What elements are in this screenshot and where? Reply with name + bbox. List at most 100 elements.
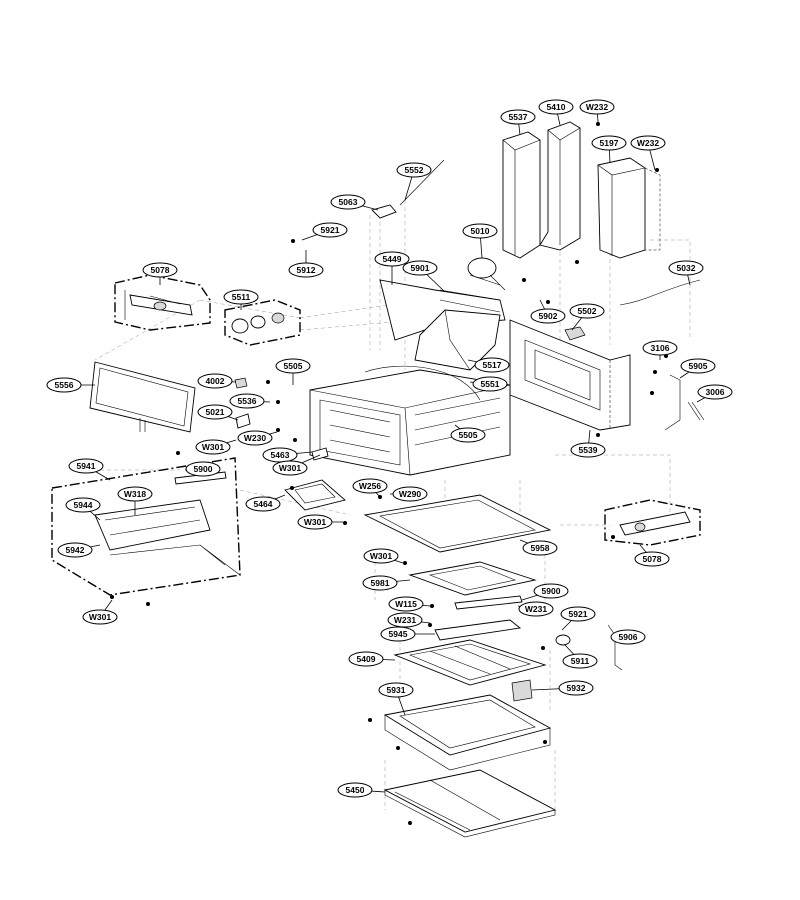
callout-bubble xyxy=(570,442,606,458)
callout-label: 3106 xyxy=(651,343,670,353)
callout-label: 5958 xyxy=(531,543,550,553)
callout-w290: W290 xyxy=(390,486,428,502)
group-5078-right xyxy=(604,499,701,546)
callout-label: W301 xyxy=(89,612,111,622)
callout-5410: 5410 xyxy=(538,99,574,126)
callout-label: 5517 xyxy=(483,360,502,370)
callout-label: 5505 xyxy=(284,361,303,371)
callout-bubble xyxy=(352,478,388,494)
callout-label: 5505 xyxy=(459,430,478,440)
callout-bubble xyxy=(46,377,82,393)
callout-bubble xyxy=(562,653,598,669)
callout-label: W301 xyxy=(304,517,326,527)
callout-w232: W232 xyxy=(579,99,615,123)
part-5063-bracket xyxy=(371,204,397,219)
callout-label: 5902 xyxy=(539,311,558,321)
part-5010-motor xyxy=(467,257,506,291)
callout-bubble xyxy=(229,393,265,409)
callout-bubble xyxy=(591,135,627,151)
callout-label: 5463 xyxy=(271,450,290,460)
part-5911-socket xyxy=(555,634,571,646)
callout-label: 5912 xyxy=(297,265,316,275)
callout-label: 5921 xyxy=(321,225,340,235)
callout-bubble xyxy=(697,384,733,400)
callout-w318: W318 xyxy=(117,486,153,515)
callout-label: W231 xyxy=(394,615,416,625)
callout-w115: W115 xyxy=(388,596,431,612)
part-5900-heater xyxy=(454,595,523,610)
callout-bubble xyxy=(462,223,498,239)
callout-label: 5197 xyxy=(600,138,619,148)
callout-bubble xyxy=(402,260,438,276)
callout-5032: 5032 xyxy=(668,260,704,286)
callout-label: 5010 xyxy=(471,226,490,236)
part-5958-tray xyxy=(363,494,552,553)
callout-bubble xyxy=(569,303,605,319)
callout-bubble xyxy=(392,486,428,502)
callout-label: W290 xyxy=(399,489,421,499)
callout-w232: W232 xyxy=(630,135,666,171)
callout-5449: 5449 xyxy=(374,251,410,285)
part-5981-bracket xyxy=(408,561,537,596)
callout-5010: 5010 xyxy=(462,223,498,259)
callout-label: 5556 xyxy=(55,380,74,390)
callout-5409: 5409 xyxy=(348,651,396,667)
callout-5021: 5021 xyxy=(197,404,239,421)
callout-w256: W256 xyxy=(352,478,388,498)
callout-bubble xyxy=(185,461,221,477)
callout-w301: W301 xyxy=(82,599,118,625)
group-5511-lamp xyxy=(224,299,301,346)
callout-bubble xyxy=(388,596,424,612)
callout-label: 5078 xyxy=(151,265,170,275)
callout-w230: W230 xyxy=(237,430,278,446)
callout-5931: 5931 xyxy=(378,682,414,716)
callout-bubble xyxy=(272,460,308,476)
callout-5932: 5932 xyxy=(531,680,594,696)
part-5552-rod xyxy=(399,159,445,206)
callout-bubble xyxy=(275,358,311,374)
callout-5078: 5078 xyxy=(142,262,178,285)
callout-bubble xyxy=(518,601,554,617)
callout-5197: 5197 xyxy=(591,135,627,164)
callout-bubble xyxy=(642,340,678,356)
callout-5912: 5912 xyxy=(288,250,324,278)
callout-bubble xyxy=(374,251,410,267)
callout-5921: 5921 xyxy=(560,606,596,631)
screws xyxy=(110,122,668,825)
part-5032-wire xyxy=(619,279,701,306)
callout-label: 5900 xyxy=(542,586,561,596)
callout-bubble xyxy=(245,496,281,512)
part-5505-oven-cavity xyxy=(309,365,511,476)
callout-5981: 5981 xyxy=(362,575,411,591)
callout-label: 5502 xyxy=(578,306,597,316)
callout-bubble xyxy=(533,583,569,599)
callout-bubble xyxy=(297,514,333,530)
callout-bubble xyxy=(538,99,574,115)
callout-label: W230 xyxy=(244,433,266,443)
part-5197-duct xyxy=(597,157,661,259)
part-3006-spring xyxy=(687,401,705,421)
callout-bubble xyxy=(474,357,510,373)
callout-bubble xyxy=(142,262,178,278)
callout-label: 5942 xyxy=(66,545,85,555)
callout-label: 5032 xyxy=(677,263,696,273)
group-5941-hood xyxy=(51,457,241,596)
callout-label: 5552 xyxy=(405,165,424,175)
callout-5905: 5905 xyxy=(679,358,716,379)
callout-bubble xyxy=(396,162,432,178)
callout-label: 5945 xyxy=(389,629,408,639)
callout-5902: 5902 xyxy=(530,299,566,324)
callout-5552: 5552 xyxy=(396,162,432,201)
part-4002-switch xyxy=(234,377,248,389)
callout-5505: 5505 xyxy=(450,424,486,443)
callout-bubble xyxy=(337,782,373,798)
callout-5517: 5517 xyxy=(467,357,510,373)
callout-label: 5921 xyxy=(569,609,588,619)
callout-label: 5905 xyxy=(689,361,708,371)
part-5409-filter xyxy=(393,639,547,686)
callout-bubble xyxy=(197,404,233,420)
callout-5464: 5464 xyxy=(245,494,286,512)
callout-label: W301 xyxy=(202,442,224,452)
callout-5463: 5463 xyxy=(262,447,313,463)
